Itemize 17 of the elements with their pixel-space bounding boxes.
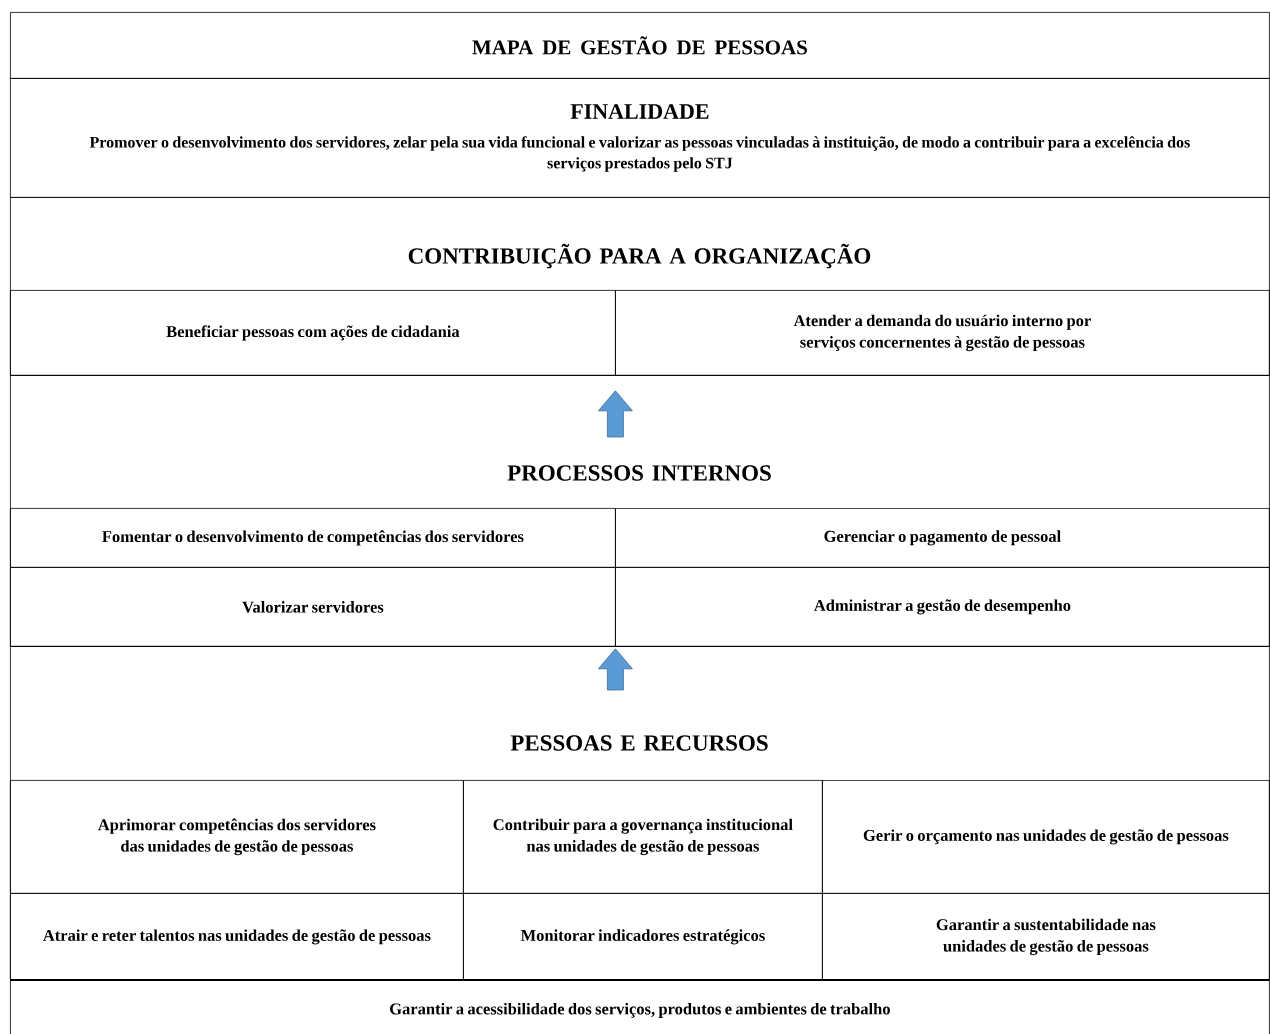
objective-cell: Beneficiar pessoas com ações de cidadania: [10, 290, 616, 376]
objective-cell: Garantir a sustentabilidade nas unidades de gestão de pessoas: [822, 893, 1270, 981]
block-arrow: [598, 648, 633, 691]
objective-cell: Valorizar servidores: [10, 567, 616, 647]
objective-cell: Monitorar indicadores estratégicos: [463, 893, 823, 981]
purpose-box: FINALIDADE Promover o desenvolvimento dos servidores, zelar pela sua vida funcional e valorizar as pessoas vinculadas à instituição, de modo a contribuir para a excelência dos serviços prestados pelo STJ: [10, 78, 1270, 198]
node-label: Garantir a acessibilidade dos serviços, produtos e ambientes de trabalho: [390, 1002, 890, 1018]
title-box: MAPA DE GESTÃO DE PESSOAS: [10, 12, 1270, 79]
objective-cell: Gerir o orçamento nas unidades de gestão de pessoas: [822, 780, 1270, 894]
objective-cell: Contribuir para a governança institucional nas unidades de gestão de pessoas: [463, 780, 823, 894]
objective-cell: Administrar a gestão de desempenho: [615, 567, 1270, 647]
objective-cell: Aprimorar competências dos servidores das unidades de gestão de pessoas: [10, 780, 464, 894]
objective-cell: Fomentar o desenvolvimento de competências dos servidores: [10, 508, 616, 568]
objective-cell: Gerenciar o pagamento de pessoal: [615, 508, 1270, 568]
objective-cell: Atender a demanda do usuário interno por serviços concernentes à gestão de pessoas: [615, 290, 1270, 376]
block-arrow: [598, 390, 633, 438]
objective-cell: Atrair e reter talentos nas unidades de gestão de pessoas: [10, 893, 464, 981]
